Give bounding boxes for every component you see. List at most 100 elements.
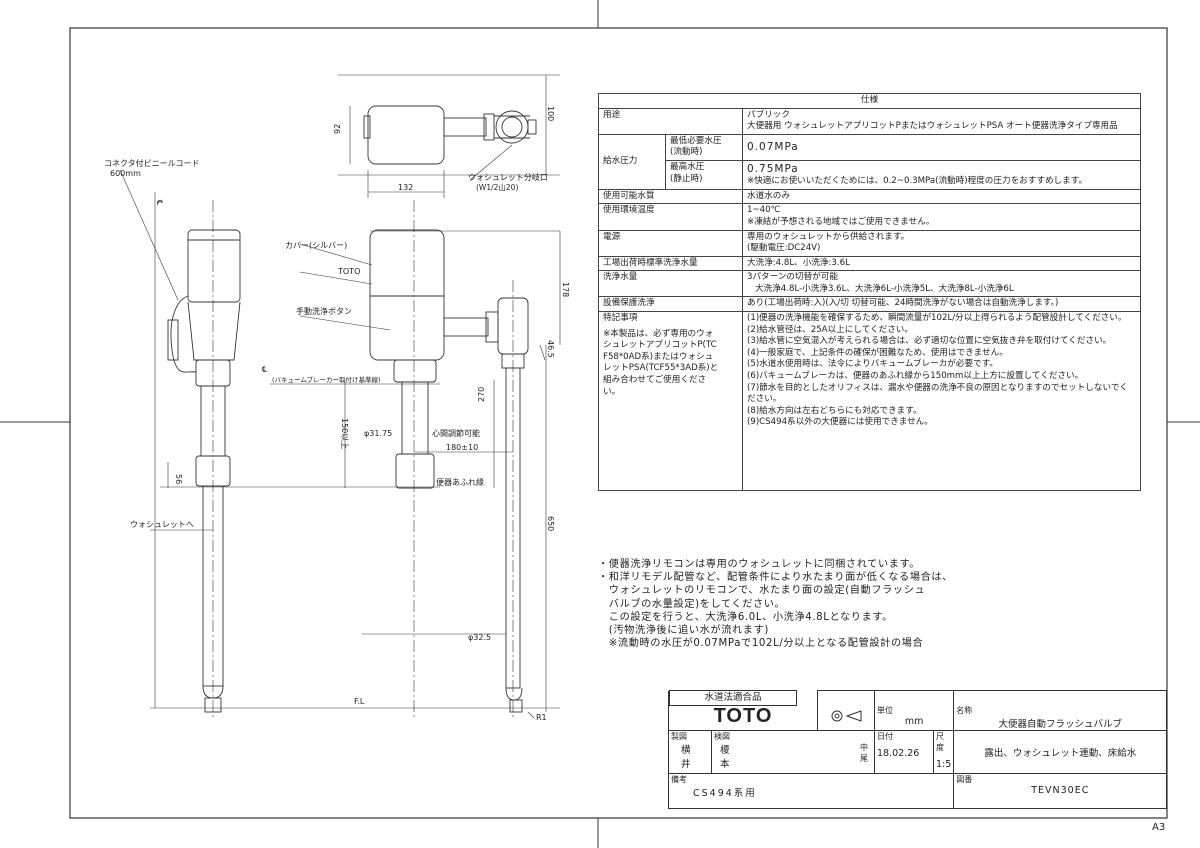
side-view — [154, 192, 241, 720]
spec-special-item: (6)バキュームブレーカは、便器のあふれ縁から150mm以上上方に設置してくださ… — [747, 371, 1084, 382]
spec-value-factory: 大洗浄:4.8L、小洗浄:3.6L — [742, 255, 1141, 272]
dia-31-75: φ31.75 — [364, 429, 392, 438]
name-label: 名称 — [956, 706, 973, 715]
branch-label: ウォシュレット分岐口 — [468, 172, 548, 182]
remarks-label: 備考 — [671, 775, 687, 784]
dim-46-5: 46.5 — [546, 340, 555, 358]
spec-line: 1~40℃ — [747, 205, 781, 216]
dim-100: 100 — [546, 106, 555, 121]
spec-sublabel-max: 最高水圧 (静止時) — [665, 159, 743, 190]
spec-special-note: ※本製品は、必ず専用のウォシュレットアプリコットP(TCF58*0AD系)または… — [603, 328, 719, 397]
date-label: 日付 — [877, 732, 893, 741]
cord-length: 600mm — [110, 169, 141, 178]
spec-label-factory: 工場出荷時標準洗浄水量 — [598, 255, 743, 272]
drawn-cell: 製図横井 — [668, 730, 712, 774]
spec-line: 最低必要水圧 — [670, 135, 722, 146]
certified-badge: 水道法適合品 — [669, 690, 797, 706]
projection-symbol — [817, 690, 875, 731]
drawn-label: 製図 — [671, 732, 687, 741]
spec-label-volume: 洗浄水量 — [598, 270, 743, 298]
centerline-mark-front: ℄ — [262, 365, 268, 374]
spec-value-usage: パブリック 大便器用 ウォシュレットアプリコットPまたはウォシュレットPSA オ… — [742, 107, 1141, 135]
to-washlet-label: ウォシュレットへ — [130, 520, 194, 529]
spec-value-special: (1)便器の洗浄機能を確保するため、瞬間流量が102L/分以上得られるよう配管設… — [742, 311, 1141, 492]
spec-line: 大洗浄4.8L-小洗浄3.6L、大洗浄6L-小洗浄5L、大洗浄8L-小洗浄6L — [755, 283, 1014, 294]
spec-header: 仕様 — [598, 93, 1141, 109]
spec-special-item: (5)水道水使用時は、法令によりバキュームブレーカが必要です。 — [747, 359, 998, 370]
dim-650: 650 — [546, 516, 555, 531]
spec-special-item: (1)便器の洗浄機能を確保するため、瞬間流量が102L/分以上得られるよう配管設… — [747, 313, 1127, 324]
spec-special-item: (3)給水管に空気混入が考えられる場合は、必ず適切な位置に空気抜き弁を取付けてく… — [747, 336, 1112, 347]
spec-label-temp: 使用環境温度 — [598, 203, 743, 231]
front-view — [119, 169, 561, 720]
spec-sublabel-min: 最低必要水圧 (流動時) — [665, 133, 743, 161]
spec-special-item: (7)節水を目的としたオリフィスは、漏水や便器の洗浄不良の原因となりますのでセッ… — [747, 382, 1129, 405]
top-view — [338, 74, 560, 198]
spec-line: (流動時) — [670, 147, 703, 158]
centerline-mark-side: ℄ — [155, 200, 164, 206]
branch-size: (W1/2山20) — [476, 182, 518, 192]
toto-label: TOTO — [337, 267, 360, 276]
spec-label-power: 電源 — [598, 229, 743, 257]
spec-table: 仕様 用途 パブリック 大便器用 ウォシュレットアプリコットPまたはウォシュレッ… — [598, 93, 1141, 492]
checked-name-1: 榎 — [720, 745, 730, 756]
spec-value-max: 0.75MPa ※快適にお使いいただくためには、0.2~0.3MPa(流動時)程… — [742, 159, 1141, 190]
stamp-1: 中 — [860, 743, 868, 752]
dim-178: 178 — [561, 282, 570, 297]
scale-label: 尺度 — [936, 732, 944, 752]
spec-label-protect: 設備保護洗浄 — [598, 296, 743, 313]
drawing-no-value: TEVN30EC — [1031, 785, 1090, 796]
cover-label: カバー(シルバー) — [285, 241, 347, 250]
checked-name-2: 本 — [720, 759, 730, 770]
drawing-frame — [69, 27, 1168, 819]
checked-label: 検図 — [714, 732, 730, 741]
subtitle-cell: 露出、ウォシュレット連動、床給水 — [953, 730, 1168, 774]
stamp-2: 尾 — [860, 754, 868, 763]
checked-cell: 検図榎本 中尾 — [711, 730, 875, 774]
spec-line: 3パターンの切替が可能 — [747, 272, 838, 283]
fl-label: F.L — [354, 697, 365, 706]
manual-button-label: 手動洗浄ボタン — [296, 306, 352, 316]
note-line: ウォシュレットのリモコンで、水たまり面の設定(自動フラッシュ — [598, 585, 926, 597]
overflow-label: 便器あふれ縁 — [436, 477, 484, 487]
spec-label-special: 特記事項 ※本製品は、必ず専用のウォシュレットアプリコットP(TCF58*0AD… — [598, 311, 743, 492]
spec-label-usage: 用途 — [598, 107, 743, 135]
spec-special-item: (9)CS494系以外の大便器には使用できません。 — [747, 417, 933, 428]
spec-value-min: 0.07MPa — [742, 133, 1141, 161]
dim-150: 150以上 — [340, 418, 349, 449]
r1-label: R1 — [536, 713, 547, 722]
note-line: ・便器洗浄リモコンは専用のウォシュレットに同梱されています。 — [598, 559, 921, 570]
drawing-no-label: 図番 — [956, 775, 973, 784]
note-line: ※流動時の水圧が0.07MPaで102L/分以上となる配管設計の場合 — [598, 638, 924, 650]
spec-value-volume: 3パターンの切替が可能 大洗浄4.8L-小洗浄3.6L、大洗浄6L-小洗浄5L、… — [742, 270, 1141, 298]
dim-132: 132 — [398, 183, 413, 192]
spec-value-water: 水道水のみ — [742, 188, 1141, 205]
spec-line: ※快適にお使いいただくためには、0.2~0.3MPa(流動時)程度の圧力をおすす… — [747, 176, 1088, 187]
dim-92: 92 — [333, 124, 342, 134]
drawn-name-2: 井 — [681, 759, 691, 770]
spec-line: 最高水圧 — [670, 161, 705, 172]
dim-56: 56 — [174, 474, 183, 484]
spec-line: 特記事項 — [603, 313, 638, 324]
note-line: (汚物洗浄後に追い水が流れます) — [598, 625, 769, 637]
drawing-no-cell: 図番 TEVN30EC — [953, 773, 1168, 809]
dim-270: 270 — [477, 387, 486, 402]
spec-value-temp: 1~40℃ ※凍結が予想される地域ではご使用できません。 — [742, 203, 1141, 231]
note-line: この設定を行うと、大洗浄6.0L、小洗浄4.8Lとなります。 — [598, 611, 893, 623]
name-cell: 名称大便器自動フラッシュバルブ — [953, 690, 1168, 731]
spec-label-water: 使用可能水質 — [598, 188, 743, 205]
spec-special-item: (8)給水方向は左右どちらにも対応できます。 — [747, 405, 922, 416]
dia-32-5: φ32.5 — [468, 633, 491, 642]
remarks-value: CS494系用 — [693, 788, 757, 799]
spec-label-pressure: 給水圧力 — [598, 133, 666, 190]
spec-value-power: 専用のウォシュレットから供給されます。 (駆動電圧:DC24V) — [742, 229, 1141, 257]
logo-text: TOTO — [713, 704, 773, 727]
spec-line: (静止時) — [670, 173, 703, 184]
spec-special-item: (2)給水管径は、25A以上にしてください。 — [747, 324, 913, 335]
scale-value: 1:5 — [936, 759, 952, 770]
third-angle-projection-icon — [831, 710, 862, 722]
